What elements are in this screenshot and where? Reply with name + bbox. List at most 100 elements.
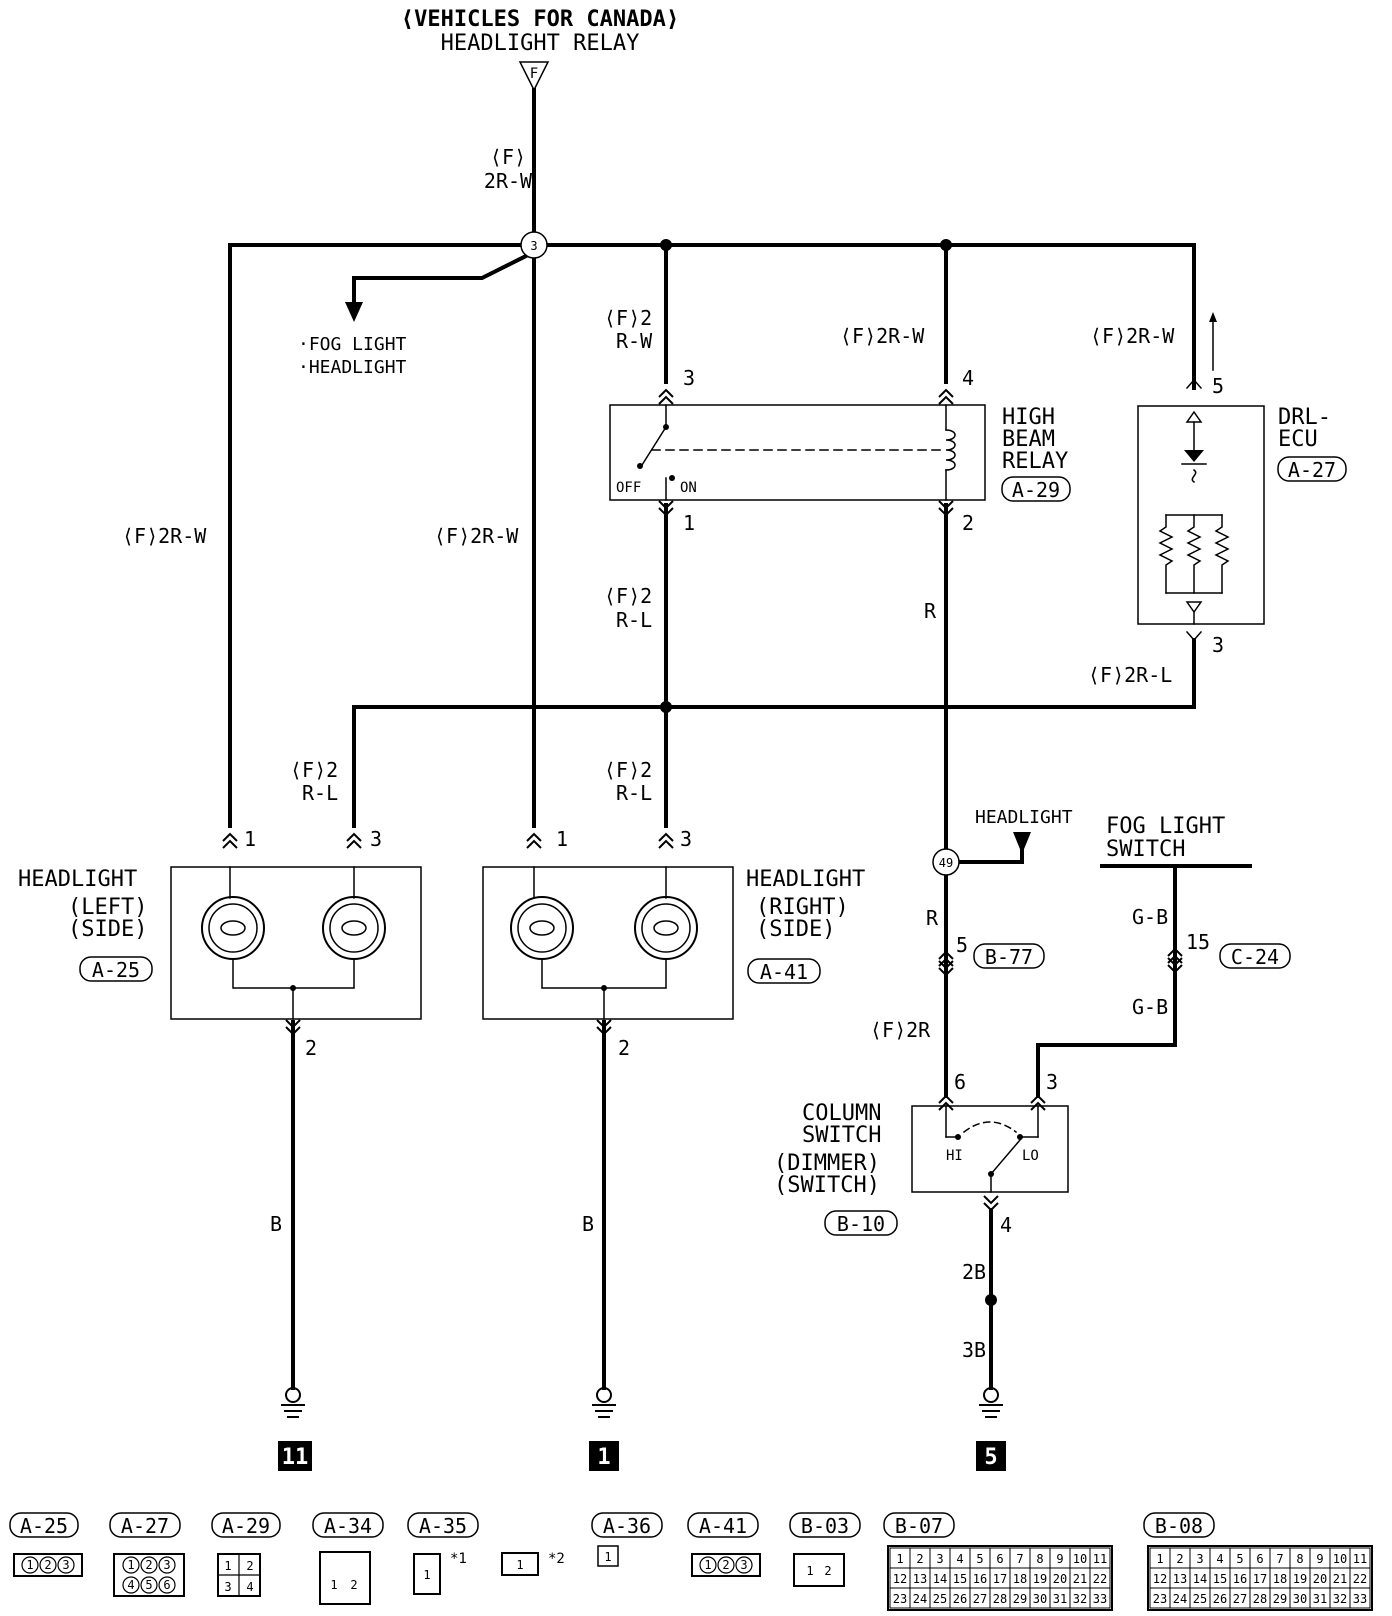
- connector-code-badge: B-10: [824, 1210, 898, 1236]
- svg-text:1: 1: [604, 1550, 611, 1564]
- wire-label: G-B: [1132, 905, 1168, 929]
- connector-pin-number: 11: [1353, 1552, 1367, 1566]
- wire-label: B: [270, 1212, 282, 1236]
- wire-label: ⟨F⟩2R-W: [434, 524, 519, 548]
- ground-icon: [280, 1387, 306, 1418]
- svg-text:B-03: B-03: [801, 1514, 849, 1538]
- component-label: (LEFT): [68, 895, 147, 920]
- svg-text:2: 2: [44, 1558, 51, 1572]
- connector-pin-number: 27: [973, 1592, 987, 1606]
- svg-text:1: 1: [806, 1564, 813, 1578]
- svg-text:1: 1: [330, 1578, 337, 1592]
- wire-label: ⟨F⟩2R: [870, 1018, 931, 1042]
- svg-text:A-25: A-25: [92, 958, 140, 982]
- pin-number: 3: [683, 366, 695, 390]
- ground-point-badge: 5: [976, 1441, 1006, 1471]
- connector-pin-number: 5: [976, 1552, 983, 1566]
- svg-text:A-34: A-34: [324, 1514, 372, 1538]
- connector-pin-number: 18: [1273, 1572, 1287, 1586]
- wire-label: 2R-W: [484, 169, 533, 193]
- component-label: COLUMN: [802, 1101, 881, 1126]
- connector-code-badge: A-29: [1001, 476, 1071, 502]
- connector-pin-number: 18: [1013, 1572, 1027, 1586]
- wire-label: ⟨F⟩2: [604, 306, 652, 330]
- connector-pin-number: 2: [916, 1552, 923, 1566]
- headlight-ref-label: HEADLIGHT: [975, 807, 1073, 828]
- pin-number: 3: [680, 827, 692, 851]
- connector-pin-number: 1: [1156, 1552, 1163, 1566]
- connector-pin-number: 7: [1016, 1552, 1023, 1566]
- svg-text:3: 3: [62, 1558, 69, 1572]
- connector-pin-number: 26: [953, 1592, 967, 1606]
- connector-pin-number: 24: [913, 1592, 927, 1606]
- connector-pin-number: 15: [953, 1572, 967, 1586]
- pin-number: 2: [305, 1036, 317, 1060]
- component-label: FOG LIGHT: [1106, 814, 1225, 839]
- connector-pin-number: 5: [1236, 1552, 1243, 1566]
- svg-text:A-35: A-35: [419, 1514, 467, 1538]
- wire-label: ⟨F⟩2R-W: [122, 524, 207, 548]
- pin-number: 3: [1212, 633, 1224, 657]
- connector-pin-number: 20: [1053, 1572, 1067, 1586]
- svg-text:1: 1: [423, 1568, 430, 1582]
- wire-label: ⟨F⟩2: [604, 758, 652, 782]
- wire-label: ⟨F⟩2R-W: [1090, 324, 1175, 348]
- connector-pin-number: 21: [1333, 1572, 1347, 1586]
- svg-text:4: 4: [127, 1578, 134, 1592]
- connector-pin-number: 8: [1296, 1552, 1303, 1566]
- connector-pin-number: 4: [1216, 1552, 1223, 1566]
- svg-text:A-41: A-41: [699, 1514, 747, 1538]
- svg-text:2: 2: [722, 1558, 729, 1572]
- connector-pin-number: 14: [1193, 1572, 1207, 1586]
- connector-outline: [887, 1545, 1113, 1611]
- pin-number: 4: [1000, 1213, 1012, 1237]
- wire-label: 3B: [962, 1338, 986, 1362]
- connector-pin-number: 10: [1073, 1552, 1087, 1566]
- pin-number: 4: [962, 366, 974, 390]
- connector-pin-number: 21: [1073, 1572, 1087, 1586]
- headlight-right: [482, 833, 734, 1035]
- pin-number: 1: [244, 827, 256, 851]
- component-label: SWITCH: [1106, 837, 1185, 862]
- component-label: (SIDE): [756, 917, 835, 942]
- connector-pin-number: 19: [1033, 1572, 1047, 1586]
- svg-text:B-10: B-10: [837, 1212, 885, 1236]
- svg-text:*2: *2: [548, 1551, 565, 1567]
- component-label: (SWITCH): [774, 1173, 880, 1198]
- component-label: (DIMMER): [774, 1151, 880, 1176]
- component-label: (RIGHT): [756, 895, 849, 920]
- connector-pin-number: 32: [1333, 1592, 1347, 1606]
- connector-pin-number: 23: [893, 1592, 907, 1606]
- connector-pin-number: 31: [1053, 1592, 1067, 1606]
- connector-pin-number: 25: [933, 1592, 947, 1606]
- wire-label: R: [926, 906, 939, 930]
- connector-pin-number: 27: [1233, 1592, 1247, 1606]
- svg-text:3: 3: [163, 1558, 170, 1572]
- component-label: HEADLIGHT: [746, 867, 865, 892]
- high-beam-relay: OFF ON: [609, 389, 986, 516]
- svg-text:4: 4: [246, 1580, 253, 1594]
- ground-point-badge: 1: [589, 1441, 619, 1471]
- junction-3: 3: [520, 231, 548, 259]
- connector-pin-number: 20: [1313, 1572, 1327, 1586]
- component-label: HIGH: [1002, 405, 1055, 430]
- connector-pin-number: 9: [1316, 1552, 1323, 1566]
- junction-49: 49: [932, 848, 960, 876]
- ground-point-badge: 11: [278, 1441, 312, 1471]
- diagram-title: ⟨VEHICLES FOR CANADA⟩: [401, 7, 679, 32]
- svg-text:3: 3: [740, 1558, 747, 1572]
- connector-pin-number: 10: [1333, 1552, 1347, 1566]
- svg-text:11: 11: [282, 1445, 309, 1470]
- connector-pin-number: 11: [1093, 1552, 1107, 1566]
- connector-code-badge: A-27: [1277, 456, 1347, 482]
- wire-label: R-W: [616, 329, 653, 353]
- svg-text:LO: LO: [1022, 1148, 1039, 1164]
- svg-text:HI: HI: [946, 1148, 963, 1164]
- svg-text:1: 1: [516, 1558, 523, 1572]
- connector-code-badge: A-25: [79, 956, 153, 982]
- fog-light-ref: ·FOG LIGHT: [298, 334, 407, 355]
- svg-text:2: 2: [145, 1558, 152, 1572]
